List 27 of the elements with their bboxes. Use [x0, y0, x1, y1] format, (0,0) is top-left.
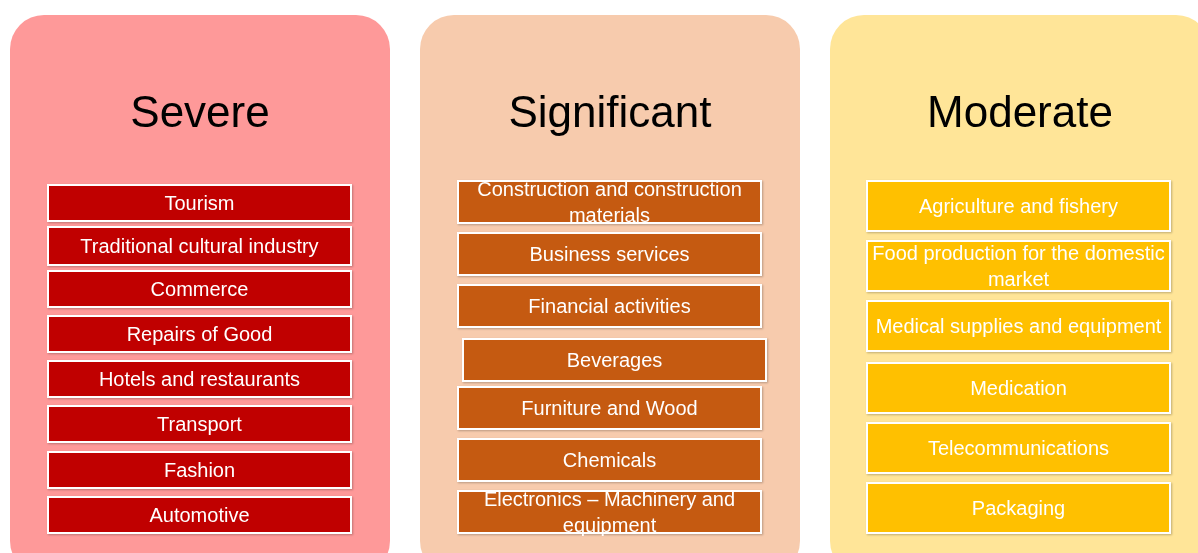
sector-box: Packaging — [866, 482, 1171, 534]
sector-box: Hotels and restaurants — [47, 360, 352, 398]
category-panel — [10, 15, 390, 553]
sector-box: Commerce — [47, 270, 352, 308]
sector-box: Medical supplies and equipment — [866, 300, 1171, 352]
sector-box: Furniture and Wood — [457, 386, 762, 430]
category-panel — [830, 15, 1198, 553]
sector-box: Financial activities — [457, 284, 762, 328]
sector-box: Food production for the domestic market — [866, 240, 1171, 292]
sector-box: Transport — [47, 405, 352, 443]
sector-box: Traditional cultural industry — [47, 226, 352, 266]
sector-box: Electronics – Machinery and equipment — [457, 490, 762, 534]
sector-box: Chemicals — [457, 438, 762, 482]
sector-box: Beverages — [462, 338, 767, 382]
sector-box: Business services — [457, 232, 762, 276]
sector-box: Telecommunications — [866, 422, 1171, 474]
category-heading: Severe — [129, 87, 271, 137]
sector-box: Fashion — [47, 451, 352, 489]
sector-box: Agriculture and fishery — [866, 180, 1171, 232]
sector-box: Repairs of Good — [47, 315, 352, 353]
category-heading: Significant — [507, 87, 713, 137]
sector-box: Construction and construction materials — [457, 180, 762, 224]
category-panel — [420, 15, 800, 553]
sector-box: Medication — [866, 362, 1171, 414]
category-heading: Moderate — [926, 87, 1114, 137]
sector-box: Automotive — [47, 496, 352, 534]
sector-box: Tourism — [47, 184, 352, 222]
